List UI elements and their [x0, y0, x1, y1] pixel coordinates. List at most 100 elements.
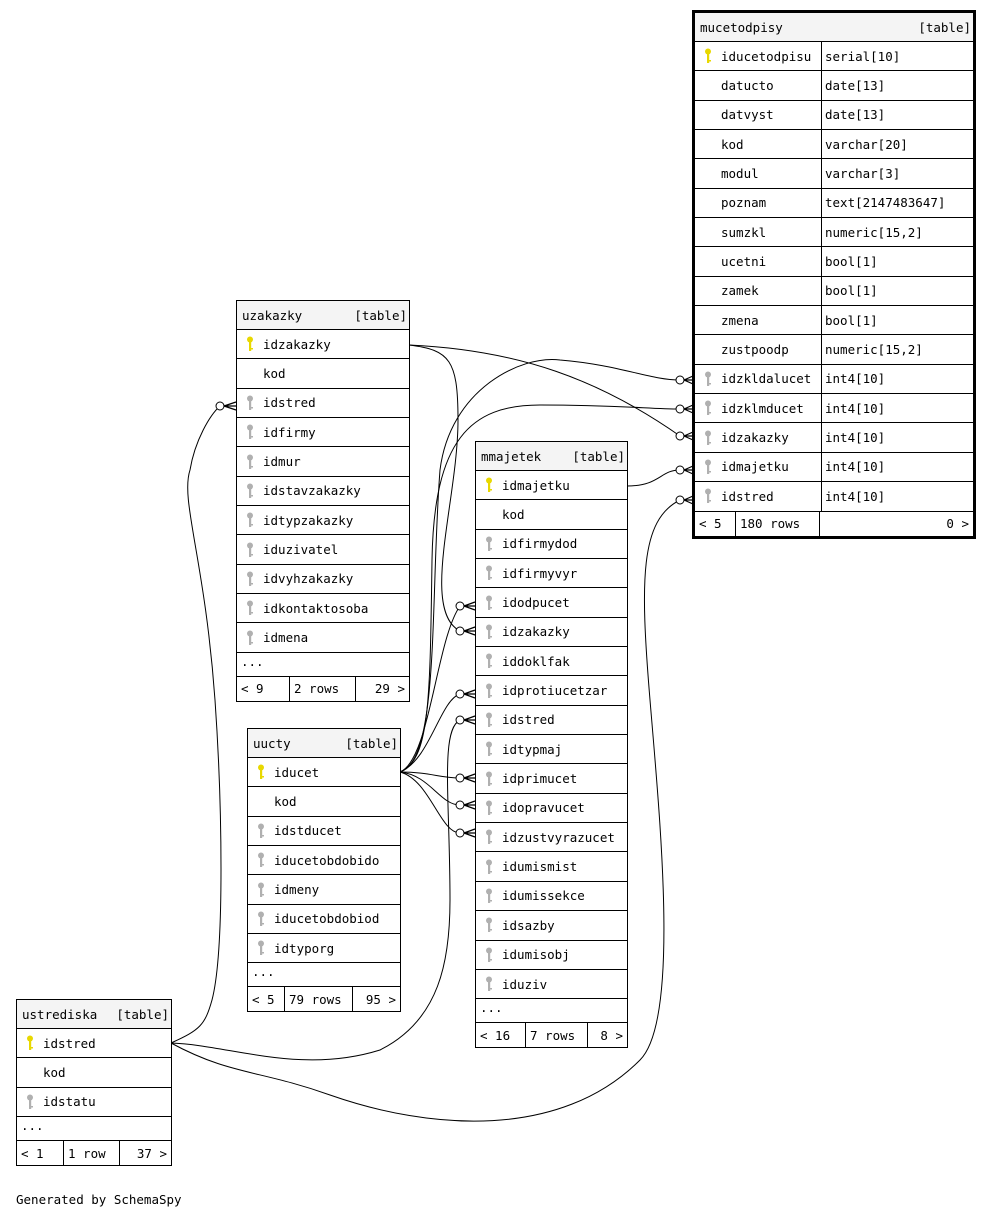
- column-row[interactable]: idzakazky: [476, 618, 627, 648]
- column-row[interactable]: iddoklfak: [476, 647, 627, 677]
- children-count-link[interactable]: 0 >: [946, 516, 969, 531]
- children-count-link[interactable]: 37 >: [136, 1145, 167, 1161]
- table-name[interactable]: uucty: [253, 735, 291, 751]
- column-name: idstavzakazky: [263, 483, 361, 499]
- column-name: kod: [502, 507, 525, 523]
- table-name[interactable]: uzakazky: [242, 307, 303, 323]
- column-row[interactable]: idstavzakazky: [237, 477, 409, 507]
- table-footer: < 5 79 rows 95 >: [248, 987, 400, 1012]
- column-row[interactable]: idstred: [237, 389, 409, 419]
- column-row[interactable]: idzustvyrazucet: [476, 823, 627, 853]
- parents-count-link[interactable]: < 1: [17, 1141, 64, 1166]
- table-header[interactable]: ustrediska[table]: [17, 1000, 171, 1029]
- column-row[interactable]: idzakazky: [237, 330, 409, 360]
- column-row[interactable]: iducetobdobiod: [248, 905, 400, 935]
- foreign-key-icon: [476, 536, 502, 552]
- table-footer: < 9 2 rows 29 >: [237, 676, 409, 701]
- column-row[interactable]: kod: [237, 359, 409, 389]
- column-row[interactable]: idmena: [237, 623, 409, 653]
- primary-key-icon: [237, 336, 263, 352]
- parents-count-link[interactable]: < 5: [248, 987, 285, 1012]
- column-row[interactable]: idtypmaj: [476, 735, 627, 765]
- column-row[interactable]: idtypzakazky: [237, 506, 409, 536]
- column-row[interactable]: idfirmydod: [476, 530, 627, 560]
- foreign-key-icon: [695, 430, 721, 446]
- column-row[interactable]: iduziv: [476, 970, 627, 1000]
- column-row[interactable]: kod: [248, 787, 400, 817]
- column-type: text[2147483647]: [821, 188, 972, 218]
- column-name: idsazby: [502, 917, 555, 933]
- column-row[interactable]: iducetobdobido: [248, 846, 400, 876]
- column-row[interactable]: idfirmy: [237, 418, 409, 448]
- children-count-link[interactable]: 29 >: [374, 681, 405, 697]
- table-mmajetek[interactable]: mmajetek[table]idmajetku kod idfirmydod idf…: [475, 441, 628, 1049]
- column-type: varchar[3]: [821, 159, 972, 188]
- column-row[interactable]: idopravucet: [476, 794, 627, 824]
- column-name: zamek: [721, 283, 759, 299]
- parents-count-link[interactable]: < 16: [476, 1023, 526, 1048]
- children-count-link[interactable]: 8 >: [600, 1027, 623, 1043]
- foreign-key-icon: [476, 565, 502, 581]
- table-name[interactable]: mmajetek: [481, 448, 542, 464]
- column-row[interactable]: idprimucet: [476, 764, 627, 794]
- column-row[interactable]: idstred: [17, 1029, 171, 1059]
- table-header[interactable]: mmajetek[table]: [476, 442, 627, 471]
- table-header[interactable]: mucetodpisy[table]: [695, 13, 973, 42]
- column-row[interactable]: iducet: [248, 758, 400, 788]
- column-row[interactable]: idodpucet: [476, 588, 627, 618]
- foreign-key-icon: [695, 459, 721, 475]
- column-row[interactable]: iduzivatel: [237, 535, 409, 565]
- parents-count-link[interactable]: < 5: [695, 511, 736, 536]
- column-row[interactable]: idvyhzakazky: [237, 565, 409, 595]
- column-name: zmena: [721, 312, 759, 328]
- column-name: idfirmyvyr: [502, 565, 578, 581]
- table-name[interactable]: mucetodpisy: [700, 19, 783, 35]
- column-row[interactable]: idsazby: [476, 911, 627, 941]
- edge-ustrediska-uzakazky: [170, 405, 222, 1044]
- parents-count-link[interactable]: < 9: [237, 676, 290, 701]
- column-row[interactable]: kod: [476, 500, 627, 530]
- column-row[interactable]: idmeny: [248, 875, 400, 905]
- column-row[interactable]: idumisobj: [476, 941, 627, 970]
- column-row[interactable]: idmajetku: [476, 471, 627, 501]
- table-header[interactable]: uucty[table]: [248, 729, 400, 758]
- column-row[interactable]: idkontaktosoba: [237, 594, 409, 624]
- column-row[interactable]: idumismist: [476, 852, 627, 882]
- foreign-key-icon: [695, 371, 721, 387]
- children-count-link[interactable]: 95 >: [365, 991, 396, 1007]
- column-type: numeric[15,2]: [821, 218, 972, 247]
- column-row[interactable]: idstducet: [248, 817, 400, 847]
- column-row[interactable]: kod: [17, 1058, 171, 1088]
- table-footer: < 5 180 rows 0 >: [695, 511, 973, 536]
- column-row[interactable]: idprotiucetzar: [476, 676, 627, 706]
- table-header[interactable]: uzakazky[table]: [237, 301, 409, 330]
- column-name: datucto: [721, 78, 774, 94]
- column-row[interactable]: idmur: [237, 447, 409, 477]
- column-row[interactable]: idfirmyvyr: [476, 559, 627, 589]
- column-row[interactable]: idumissekce: [476, 882, 627, 912]
- column-row[interactable]: idtyporg: [248, 934, 400, 964]
- column-row[interactable]: idstatu: [17, 1088, 171, 1118]
- table-name[interactable]: ustrediska: [22, 1006, 98, 1022]
- column-row[interactable]: idstred: [476, 706, 627, 736]
